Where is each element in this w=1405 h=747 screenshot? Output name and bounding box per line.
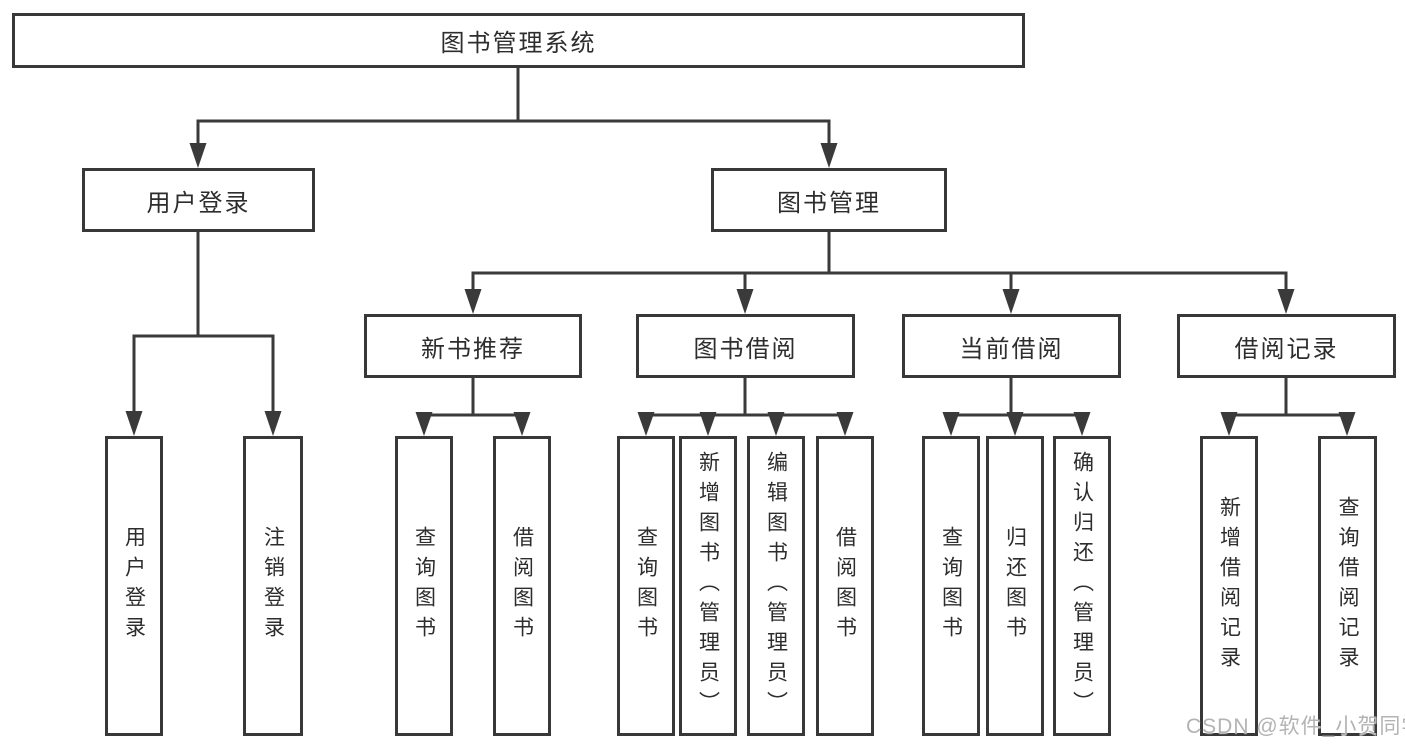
leaf-confirm-return-admin: 确认归还（管理员） xyxy=(1053,436,1111,736)
leaf-recommend-borrow-books: 借阅图书 xyxy=(493,436,551,736)
leaf-add-borrow-record: 新增借阅记录 xyxy=(1200,436,1258,736)
node-book-management: 图书管理 xyxy=(711,168,947,232)
leaf-logout: 注销登录 xyxy=(243,436,303,736)
leaf-current-query-books: 查询图书 xyxy=(922,436,980,736)
leaf-user-login: 用户登录 xyxy=(105,436,163,736)
leaf-borrow-books: 借阅图书 xyxy=(816,436,874,736)
node-borrow-records: 借阅记录 xyxy=(1177,314,1396,378)
node-user-login: 用户登录 xyxy=(82,168,315,232)
node-current-borrow: 当前借阅 xyxy=(902,314,1121,378)
node-new-book-recommend: 新书推荐 xyxy=(364,314,582,378)
leaf-add-books-admin: 新增图书（管理员） xyxy=(679,436,737,736)
leaf-return-books: 归还图书 xyxy=(986,436,1044,736)
node-root-library-system: 图书管理系统 xyxy=(12,13,1025,68)
leaf-recommend-query-books: 查询图书 xyxy=(395,436,453,736)
csdn-watermark: CSDN @软件_小贺同学 xyxy=(1186,715,1405,738)
leaf-edit-books-admin: 编辑图书（管理员） xyxy=(747,436,805,736)
leaf-query-borrow-record: 查询借阅记录 xyxy=(1318,436,1377,736)
node-book-borrow: 图书借阅 xyxy=(636,314,855,378)
leaf-borrow-query-books: 查询图书 xyxy=(617,436,675,736)
